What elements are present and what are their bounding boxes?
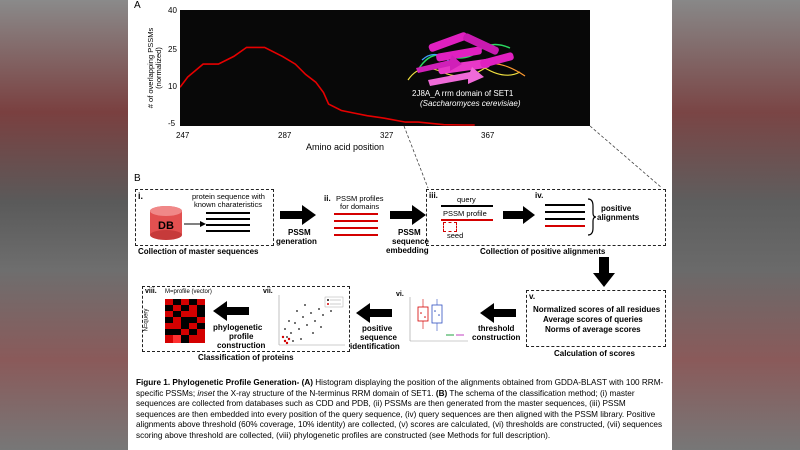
- positive-label: positive: [601, 204, 632, 213]
- arrow-emb-label-3: embedding: [386, 246, 429, 255]
- step-iii-num: iii.: [429, 191, 438, 200]
- step-v-num: v.: [529, 292, 536, 301]
- small-arrow-icon: [184, 221, 206, 227]
- step-v-caption: Calculation of scores: [554, 349, 635, 358]
- histogram-plot: 2J8A_A rrm domain of SET1 (Saccharomyces…: [180, 10, 590, 126]
- caption-inset-word: inset: [195, 388, 215, 398]
- paper-page: A # of overlapping PSSMs (normalized) 40…: [128, 0, 672, 450]
- score-line-2: Average scores of queries: [543, 315, 643, 324]
- step-viii-caption: Classification of proteins: [198, 353, 294, 362]
- arrow-left-icon: [213, 301, 249, 321]
- panel-a-xlabel: Amino acid position: [306, 142, 385, 152]
- arrow-identification-label: identification: [350, 342, 400, 351]
- brace-icon: [587, 198, 597, 236]
- step-iv-caption: Collection of positive alignments: [480, 247, 606, 256]
- arrow-right-icon: [280, 205, 316, 225]
- blurred-background-left: [0, 0, 128, 450]
- y-tick-25: 25: [168, 45, 177, 54]
- inset-title: 2J8A_A rrm domain of SET1: [412, 89, 514, 98]
- seed-box: [443, 222, 457, 232]
- score-line-3: Norms of average scores: [545, 325, 641, 334]
- arrow-construction-label: construction: [472, 333, 521, 342]
- step-i-text2: known charateristics: [194, 200, 262, 209]
- arrow-profile-label: profile: [229, 332, 254, 341]
- alignments-label: alignments: [597, 213, 640, 222]
- arrow-emb-label-2: sequence: [392, 237, 429, 246]
- score-line-1: Normalized scores of all residues: [533, 305, 661, 314]
- step-vii-num: vii.: [263, 288, 273, 295]
- caption-a-text2: the X-ray structure of the N-terminus RR…: [214, 388, 434, 398]
- step-i-text1: protein sequence with: [192, 192, 265, 201]
- arrow-phylogenetic-label: phylogenetic: [213, 323, 263, 332]
- arrow-threshold-label: threshold: [478, 324, 515, 333]
- step-iv-num: iv.: [535, 191, 544, 200]
- arrow-left-icon: [480, 303, 516, 323]
- y-tick-minus5: -5: [168, 119, 176, 128]
- pssm-profile-lines: [334, 213, 378, 236]
- boxplot-thumbnail: [409, 297, 468, 342]
- master-sequence-lines: [206, 212, 250, 232]
- blurred-background-right: [672, 0, 800, 450]
- step-v-box: v. Normalized scores of all residues Ave…: [526, 290, 666, 347]
- caption-b-text: The schema of the classification method;…: [136, 388, 663, 440]
- pssm-profile-line: [441, 219, 493, 221]
- inset-species: (Saccharomyces cerevisiae): [420, 99, 521, 108]
- arrow-generation-label: generation: [276, 237, 317, 246]
- step-viii-num: viii.: [145, 288, 157, 295]
- y-tick-10: 10: [168, 82, 177, 91]
- zoom-connector-lines: [403, 125, 663, 189]
- seed-label: seed: [447, 231, 464, 240]
- step-vi-num: vi.: [396, 291, 404, 298]
- histogram-line: [180, 46, 475, 126]
- step-vii-viii-box: viii. M=profile (vector) N=query phyloge…: [142, 286, 350, 352]
- arrow-right-icon: [503, 206, 535, 224]
- step-i-caption: Collection of master sequences: [138, 247, 259, 256]
- panel-a-label: A: [134, 0, 141, 11]
- x-tick-247: 247: [176, 131, 190, 140]
- arrow-left-icon: [356, 303, 392, 323]
- x-tick-367: 367: [481, 131, 495, 140]
- arrow-down-icon: [593, 257, 615, 287]
- panel-b-label: B: [134, 173, 141, 184]
- caption-b-label: (B): [433, 388, 448, 398]
- x-tick-327: 327: [380, 131, 394, 140]
- caption-a-text1: Histogram displaying the position of the…: [136, 378, 664, 398]
- arrow-right-icon: [390, 205, 426, 225]
- plot-background: [180, 10, 590, 126]
- protein-structure-inset: [407, 32, 526, 86]
- alignment-lines: [545, 204, 585, 227]
- arrow-sequence-label: sequence: [360, 333, 397, 342]
- pssm-profile-label: PSSM profile: [443, 209, 487, 218]
- query-label: query: [457, 195, 476, 204]
- profile-matrix-heatmap: [165, 299, 205, 343]
- database-icon: [150, 206, 182, 240]
- step-i-num: i.: [138, 191, 144, 201]
- matrix-title: M=profile (vector): [165, 289, 212, 295]
- arrow-construction-label-2: construction: [217, 341, 266, 350]
- step-ii-text2: for domains: [340, 202, 380, 211]
- arrow-pssm-label: PSSM: [288, 228, 311, 237]
- query-line: [441, 205, 493, 207]
- x-tick-287: 287: [278, 131, 292, 140]
- y-tick-40: 40: [168, 6, 177, 15]
- caption-title: . Phylogenetic Profile Generation-: [167, 378, 300, 387]
- arrow-positive-label: positive: [362, 324, 393, 333]
- caption-a-label: (A): [299, 378, 313, 387]
- matrix-axis-label: N=query: [143, 308, 150, 332]
- scatter-thumbnail: [278, 295, 345, 346]
- step-ii-num: ii.: [324, 194, 331, 203]
- step-i-box: i. DB protein sequence with known charat…: [135, 189, 274, 246]
- step-ii-text1: PSSM profiles: [336, 194, 384, 203]
- db-label: DB: [158, 220, 174, 232]
- caption-fig-number: Figure 1: [136, 378, 168, 387]
- step-iii-iv-box: iii. query PSSM profile seed iv. positiv…: [426, 189, 666, 246]
- arrow-emb-label-1: PSSM: [398, 228, 421, 237]
- figure-caption: Figure 1. Phylogenetic Profile Generatio…: [136, 378, 664, 442]
